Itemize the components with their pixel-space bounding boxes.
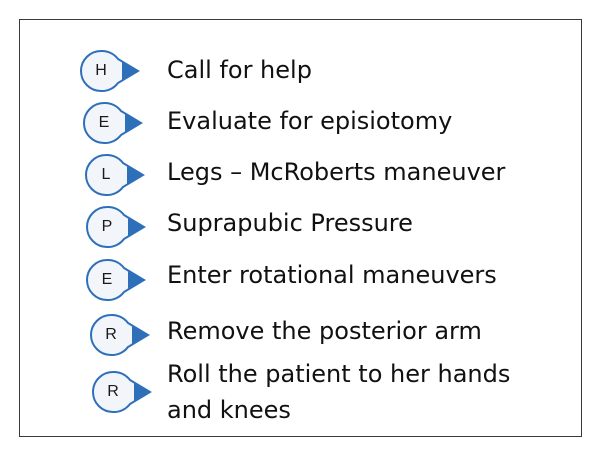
step-badge-p: P — [84, 205, 150, 249]
badge-pointer-shape — [86, 205, 146, 249]
badge-pointer-shape — [92, 370, 152, 414]
step-text: Remove the posterior arm — [167, 317, 482, 345]
step-letter: H — [95, 62, 107, 79]
step-badge-r2: R — [90, 370, 156, 414]
step-badge-e1: E — [81, 101, 147, 145]
badge-pointer-shape — [86, 258, 146, 302]
step-text: Suprapubic Pressure — [167, 209, 413, 237]
step-text: Enter rotational maneuvers — [167, 261, 497, 289]
step-badge-e2: E — [84, 258, 150, 302]
step-letter: P — [101, 218, 113, 235]
step-text: Call for help — [167, 56, 312, 84]
badge-pointer-shape — [83, 101, 143, 145]
badge-pointer-shape — [80, 49, 140, 93]
step-text: Roll the patient to her hands — [167, 360, 511, 388]
step-letter: E — [98, 114, 110, 131]
step-text: Legs – McRoberts maneuver — [167, 158, 506, 186]
step-text-line2: and knees — [167, 396, 291, 424]
badge-pointer-shape — [90, 313, 150, 357]
step-badge-l: L — [83, 153, 149, 197]
mnemonic-frame: H Call for help E Evaluate for episiotom… — [19, 19, 582, 437]
step-letter: L — [101, 166, 111, 183]
step-badge-r1: R — [88, 313, 154, 357]
step-letter: R — [105, 326, 117, 343]
step-text: Evaluate for episiotomy — [167, 107, 453, 135]
step-letter: E — [101, 271, 113, 288]
step-letter: R — [107, 383, 119, 400]
badge-pointer-shape — [85, 153, 145, 197]
step-badge-h: H — [78, 49, 144, 93]
